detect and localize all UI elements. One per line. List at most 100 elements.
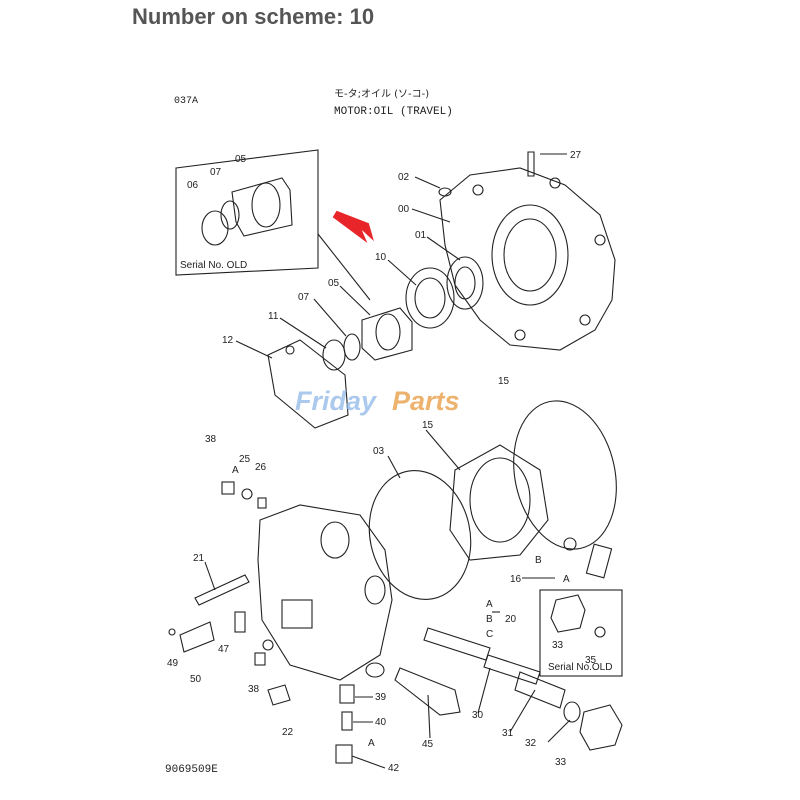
inset-box-old-bottom xyxy=(539,589,623,677)
label-15-cylinder: 15 xyxy=(422,420,434,431)
cover-50-shape xyxy=(179,621,215,653)
label-42: 42 xyxy=(388,763,400,774)
leader-31 xyxy=(509,689,536,733)
ring-07-shape xyxy=(343,333,361,361)
label-39: 39 xyxy=(375,692,387,703)
label-01: 01 xyxy=(415,230,427,241)
label-22: 22 xyxy=(282,727,294,738)
valve-body-port-3 xyxy=(365,662,385,678)
valve-body-flange xyxy=(281,599,313,629)
oring-03-shape xyxy=(368,470,472,600)
leader-32 xyxy=(547,719,571,743)
housing-bolt-hole-3 xyxy=(594,234,606,246)
label-a-top: A xyxy=(232,465,239,476)
bearing-10-inner xyxy=(414,277,446,319)
label-33-inset: 33 xyxy=(552,640,564,651)
bolt-21-shape xyxy=(194,574,250,606)
label-35: 35 xyxy=(585,655,597,666)
label-07-inset: 07 xyxy=(210,167,222,178)
label-05: 05 xyxy=(328,278,340,289)
leader-11 xyxy=(279,317,327,349)
bearing-11-shape xyxy=(322,339,346,371)
leader-42 xyxy=(351,755,386,769)
label-21: 21 xyxy=(193,553,205,564)
diagram-title-japanese: モ-タ;オイル (ソ-コ-) xyxy=(334,89,430,100)
oring-02-shape xyxy=(438,187,452,197)
cylinder-15-face xyxy=(469,457,531,543)
label-07: 07 xyxy=(298,292,310,303)
label-02: 02 xyxy=(398,172,410,183)
ring-07-inset-shape xyxy=(220,200,240,230)
page-heading: Number on scheme: 10 xyxy=(132,4,375,29)
plug-27-shape xyxy=(527,151,535,177)
spool-20-shape xyxy=(423,627,491,661)
oring-47-shape xyxy=(262,639,274,651)
plug-22-shape xyxy=(267,684,291,706)
label-38-bottom: 38 xyxy=(248,684,260,695)
part-35-inset-shape xyxy=(594,626,606,638)
bearing-05-inset-shape xyxy=(231,177,293,237)
housing-bolt-hole-4 xyxy=(579,314,591,326)
label-03: 03 xyxy=(373,446,385,457)
leader-45 xyxy=(427,694,431,739)
valve-body-shape xyxy=(257,504,393,681)
label-26: 26 xyxy=(255,462,267,473)
oring-15-large xyxy=(513,400,617,550)
housing-bolt-hole-2 xyxy=(549,177,561,189)
oring-25-shape xyxy=(241,488,253,500)
leader-21 xyxy=(204,561,216,591)
label-06: 06 xyxy=(187,180,199,191)
label-16: 16 xyxy=(510,574,522,585)
oring-06-shape xyxy=(201,210,229,246)
leader-02 xyxy=(414,176,441,189)
label-a-20: A xyxy=(486,599,493,610)
highlight-arrow xyxy=(332,210,374,244)
oring-32-shape xyxy=(563,701,581,723)
watermark-friday: Friday xyxy=(295,386,378,416)
part-16-plug-shape xyxy=(563,537,577,551)
inset-box-old-top xyxy=(175,149,319,276)
bearing-05-shape xyxy=(361,307,413,361)
leader-00 xyxy=(411,208,451,223)
leader-07 xyxy=(313,298,347,337)
label-50: 50 xyxy=(190,674,202,685)
spring-31-shape xyxy=(514,671,566,709)
label-05-inset: 05 xyxy=(235,154,247,165)
housing-inner-bore xyxy=(503,218,557,292)
valve-body-port-2 xyxy=(364,575,386,605)
label-00: 00 xyxy=(398,204,410,215)
bearing-10-outer xyxy=(405,267,455,329)
label-11: 11 xyxy=(268,311,279,322)
inset-caption-top: Serial No. OLD xyxy=(180,260,247,271)
leader-12 xyxy=(235,340,273,359)
plug-38-bottom-shape xyxy=(254,652,266,666)
label-33: 33 xyxy=(555,757,567,768)
cylinder-15-shape xyxy=(449,444,549,561)
leader-01 xyxy=(426,236,461,261)
label-27: 27 xyxy=(570,150,582,161)
label-31: 31 xyxy=(502,728,514,739)
valve-body-port-1 xyxy=(320,521,350,559)
label-b-20: B xyxy=(486,614,493,625)
plug-42-shape xyxy=(335,744,353,764)
leader-03 xyxy=(387,455,401,479)
leader-15b xyxy=(425,429,461,471)
label-47: 47 xyxy=(218,644,230,655)
diagram-title: MOTOR:OIL (TRAVEL) xyxy=(334,106,453,118)
leader-30 xyxy=(477,667,491,714)
plug-33-shape xyxy=(579,704,623,751)
plunger-30-shape xyxy=(483,654,541,685)
plate-12-hole xyxy=(285,345,295,355)
diagram-linework xyxy=(168,149,623,769)
plug-33-inset-shape xyxy=(550,594,586,633)
label-15-top: 15 xyxy=(498,376,510,387)
bearing-05-bore xyxy=(375,313,401,351)
spool-45-shape xyxy=(394,667,461,716)
label-30: 30 xyxy=(472,710,484,721)
part-16-shape xyxy=(585,543,613,579)
seal-01-inner xyxy=(454,266,476,300)
label-20: 20 xyxy=(505,614,517,625)
label-38-top: 38 xyxy=(205,434,217,445)
plug-39-shape xyxy=(339,684,355,704)
